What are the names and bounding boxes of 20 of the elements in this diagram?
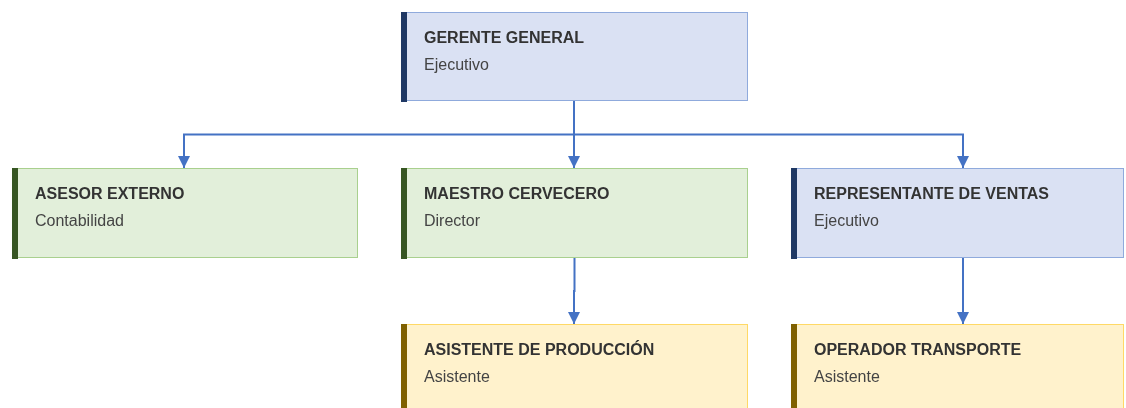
org-box xyxy=(401,324,748,408)
role-title: ASESOR EXTERNO xyxy=(35,185,186,203)
role-level: Ejecutivo xyxy=(814,212,880,230)
role-title: REPRESENTANTE DE VENTAS xyxy=(814,185,1050,203)
role-title: MAESTRO CERVECERO xyxy=(424,185,611,203)
connector-arrow xyxy=(957,257,969,325)
connector-arrow xyxy=(568,257,580,325)
role-level: Asistente xyxy=(814,368,881,386)
org-box xyxy=(12,168,358,258)
org-box xyxy=(791,168,1124,258)
role-level: Director xyxy=(424,212,481,230)
org-box xyxy=(401,168,748,258)
org-box xyxy=(401,12,748,101)
org-box xyxy=(791,324,1124,408)
role-level: Contabilidad xyxy=(35,212,125,230)
role-level: Asistente xyxy=(424,368,491,386)
role-level: Ejecutivo xyxy=(424,56,490,74)
role-title: GERENTE GENERAL xyxy=(424,29,585,47)
role-title: ASISTENTE DE PRODUCCIÓN xyxy=(424,341,656,359)
role-title: OPERADOR TRANSPORTE xyxy=(814,341,1023,359)
